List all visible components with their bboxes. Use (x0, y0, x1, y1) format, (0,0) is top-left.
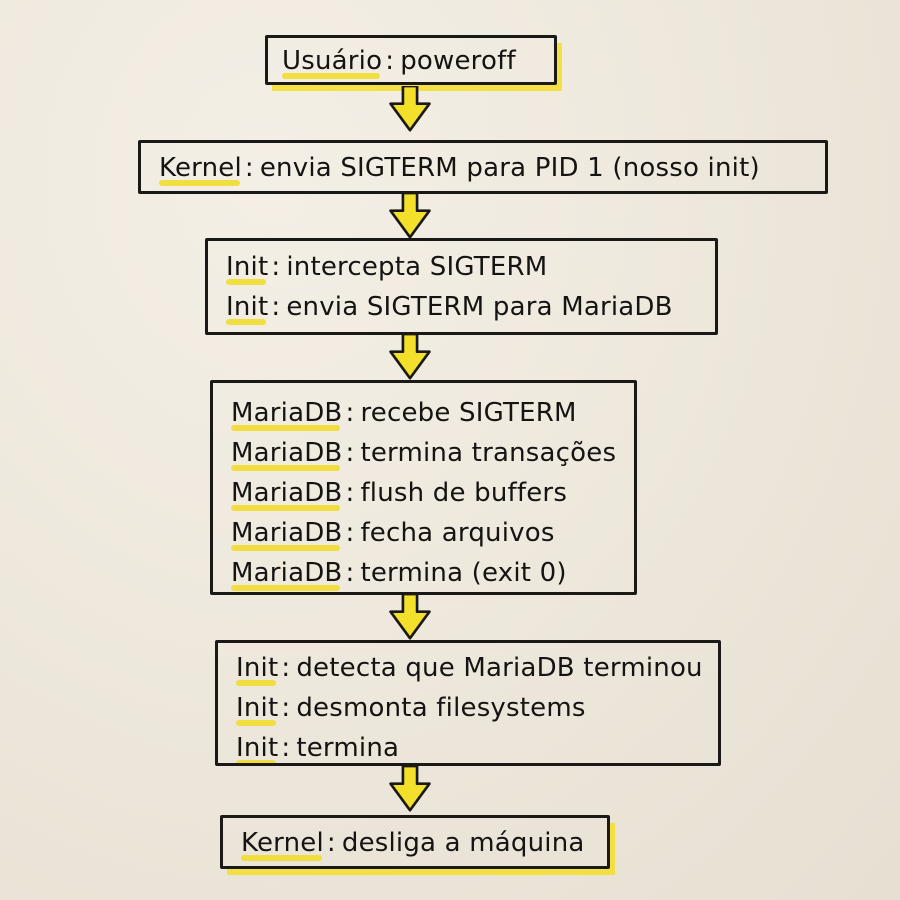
separator: : (271, 252, 281, 282)
down-arrow-icon (389, 594, 431, 640)
step-box-kernel-shutdown: Kernel:desliga a máquina (220, 815, 610, 869)
actor-label: MariaDB (231, 393, 342, 433)
step-line: Init:intercepta SIGTERM (226, 247, 547, 287)
step-line: MariaDB:fecha arquivos (231, 513, 555, 553)
action-text: termina transações (360, 438, 617, 468)
separator: : (281, 733, 291, 763)
action-text: envia SIGTERM para PID 1 (nosso init) (259, 153, 760, 183)
step-line: Kernel:envia SIGTERM para PID 1 (nosso i… (159, 148, 760, 188)
actor-label: MariaDB (231, 473, 342, 513)
down-arrow-icon (389, 334, 431, 380)
separator: : (385, 46, 395, 76)
step-line: Usuário:poweroff (282, 41, 516, 81)
actor-label: MariaDB (231, 433, 342, 473)
step-line: MariaDB:flush de buffers (231, 473, 567, 513)
separator: : (271, 292, 281, 322)
separator: : (345, 438, 355, 468)
action-text: termina (exit 0) (360, 558, 567, 588)
actor-label: Kernel (159, 148, 242, 188)
action-text: poweroff (400, 46, 516, 76)
separator: : (345, 398, 355, 428)
action-text: envia SIGTERM para MariaDB (286, 292, 673, 322)
step-line: MariaDB:recebe SIGTERM (231, 393, 577, 433)
step-line: MariaDB:termina (exit 0) (231, 553, 567, 593)
step-box-mariadb: MariaDB:recebe SIGTERM MariaDB:termina t… (210, 380, 637, 595)
action-text: termina (296, 733, 400, 763)
separator: : (244, 153, 254, 183)
actor-label: Init (226, 287, 268, 327)
actor-label: Init (236, 688, 278, 728)
actor-label: MariaDB (231, 513, 342, 553)
step-line: MariaDB:termina transações (231, 433, 616, 473)
separator: : (326, 828, 336, 858)
action-text: desliga a máquina (341, 828, 585, 858)
separator: : (281, 693, 291, 723)
down-arrow-icon (389, 86, 431, 132)
action-text: recebe SIGTERM (360, 398, 577, 428)
separator: : (281, 653, 291, 683)
step-line: Kernel:desliga a máquina (241, 823, 585, 863)
action-text: desmonta filesystems (296, 693, 586, 723)
step-line: Init:desmonta filesystems (236, 688, 586, 728)
actor-label: Kernel (241, 823, 324, 863)
actor-label: Init (226, 247, 268, 287)
actor-label: Init (236, 648, 278, 688)
step-box-kernel-sigterm: Kernel:envia SIGTERM para PID 1 (nosso i… (138, 140, 828, 194)
separator: : (345, 478, 355, 508)
action-text: flush de buffers (360, 478, 568, 508)
actor-label: Usuário (282, 41, 382, 81)
down-arrow-icon (389, 766, 431, 812)
separator: : (345, 558, 355, 588)
action-text: detecta que MariaDB terminou (296, 653, 703, 683)
step-box-init-intercept: Init:intercepta SIGTERM Init:envia SIGTE… (205, 238, 718, 335)
step-box-user-poweroff: Usuário:poweroff (265, 35, 557, 85)
step-line: Init:termina (236, 728, 399, 768)
down-arrow-icon (389, 193, 431, 239)
action-text: intercepta SIGTERM (286, 252, 548, 282)
actor-label: Init (236, 728, 278, 768)
action-text: fecha arquivos (360, 518, 555, 548)
step-box-init-finish: Init:detecta que MariaDB terminou Init:d… (215, 640, 721, 766)
separator: : (345, 518, 355, 548)
step-line: Init:envia SIGTERM para MariaDB (226, 287, 673, 327)
step-line: Init:detecta que MariaDB terminou (236, 648, 703, 688)
actor-label: MariaDB (231, 553, 342, 593)
